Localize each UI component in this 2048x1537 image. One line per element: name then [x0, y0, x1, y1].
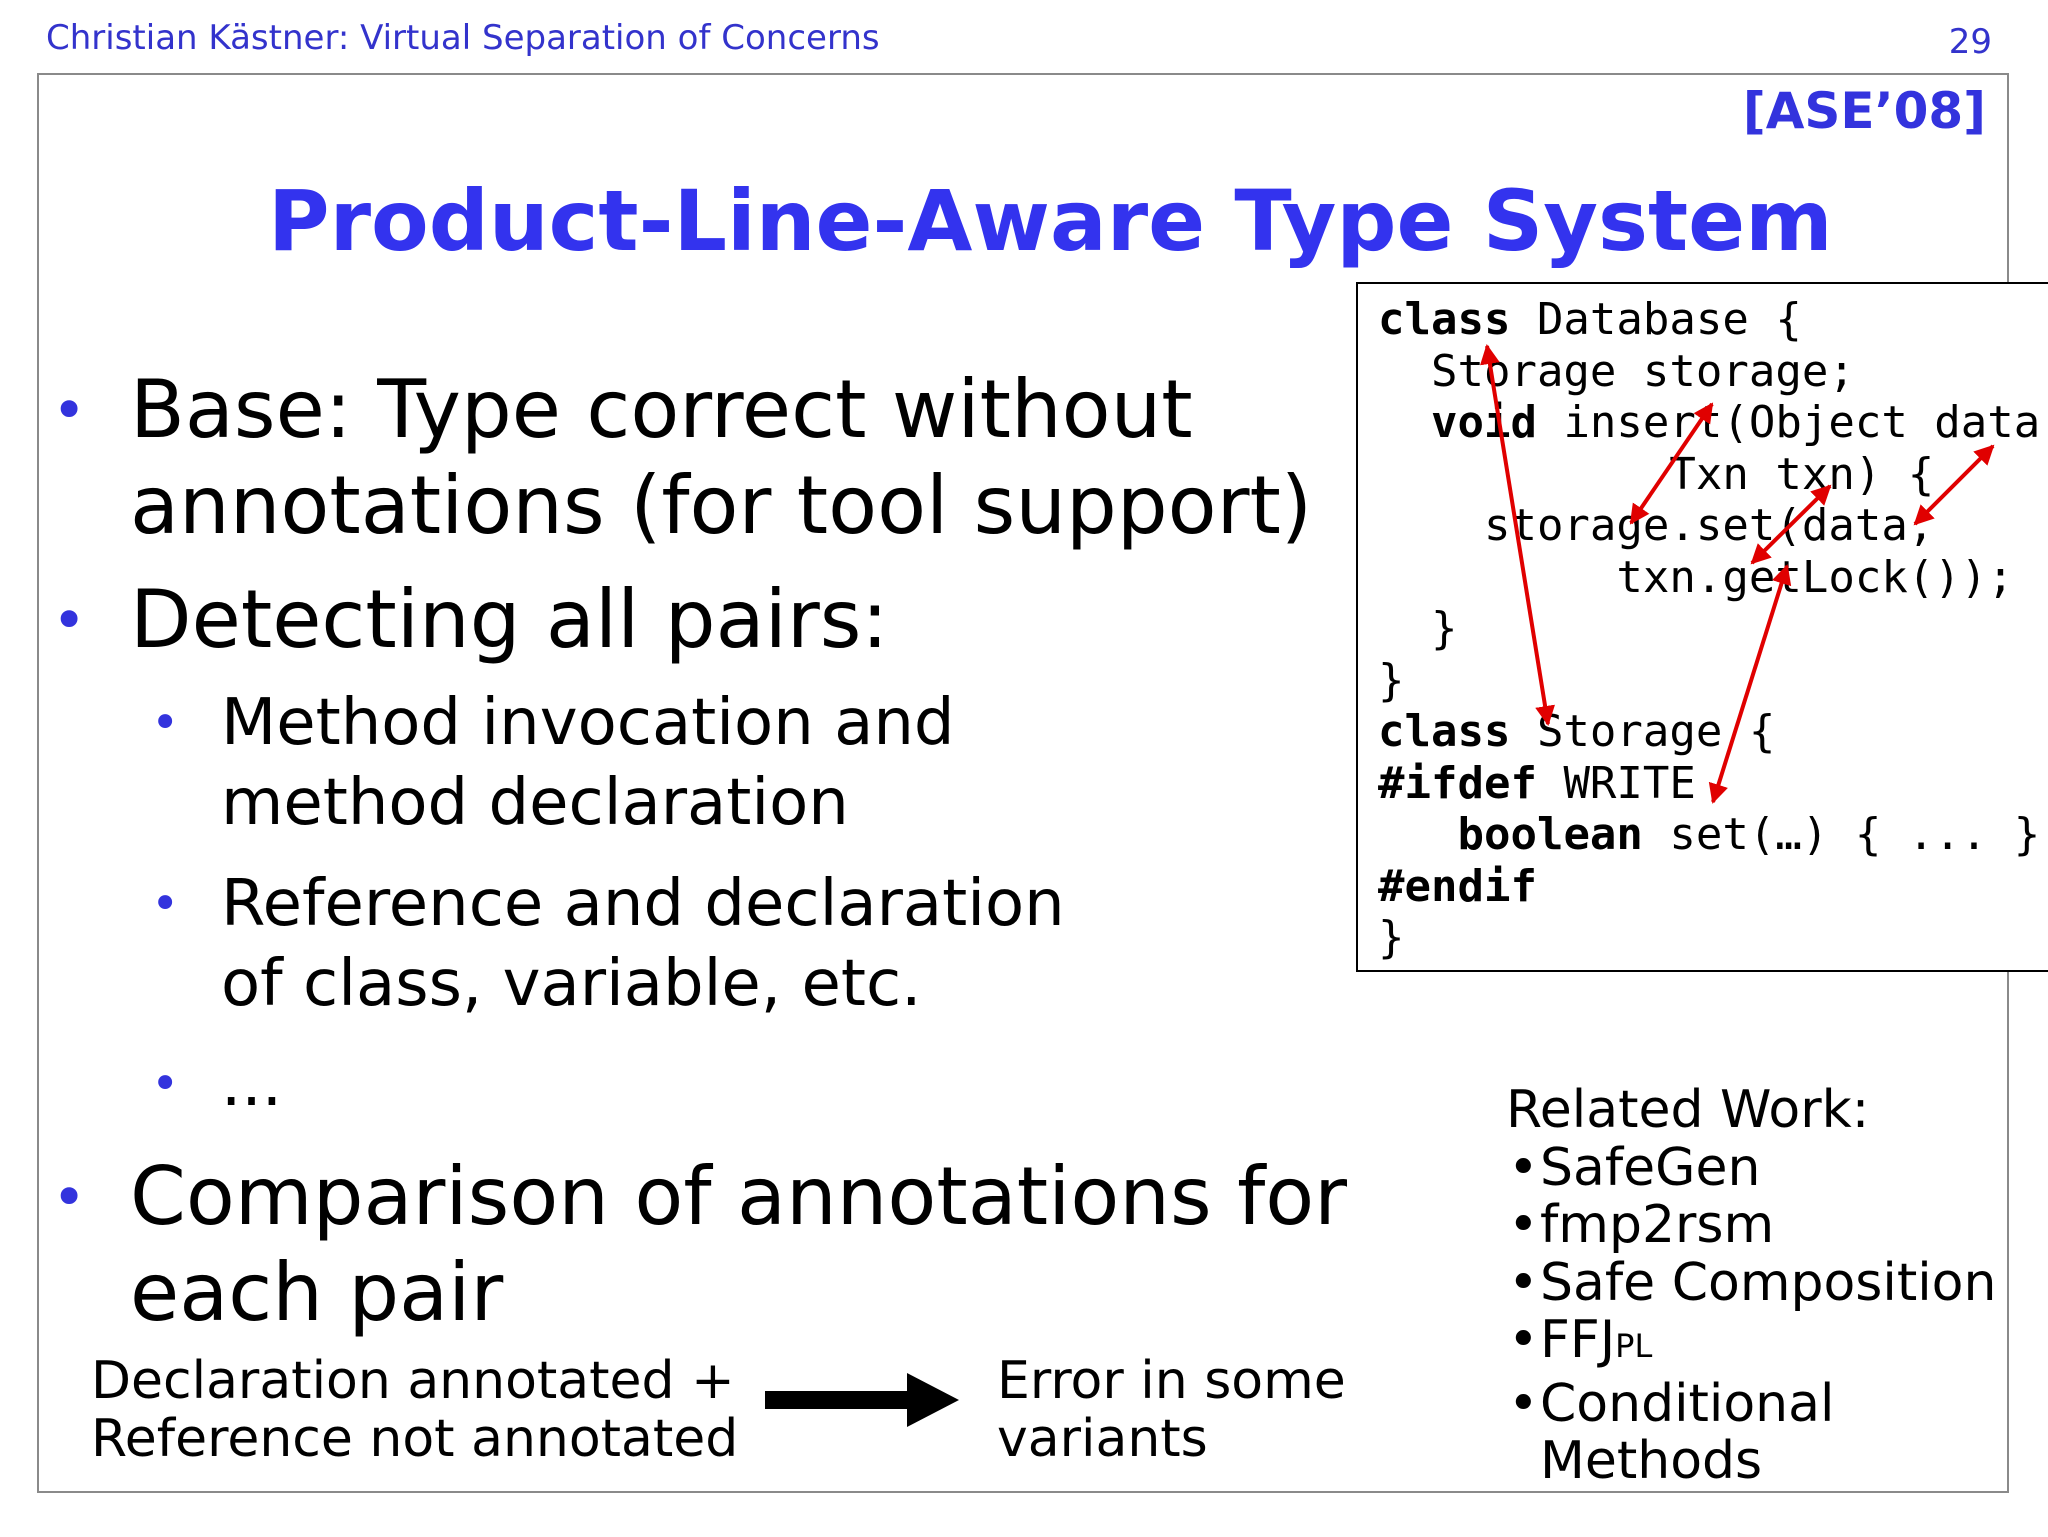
- code-line-9: class Storage {: [1378, 706, 1776, 757]
- sub-bullet-method: Method invocation and method declaration: [151, 683, 1221, 843]
- bullet-base-line2: annotations (for tool support): [130, 459, 1313, 552]
- code-line-2: Storage storage;: [1378, 345, 1855, 397]
- rule-condition: Declaration annotated + Reference not an…: [91, 1351, 739, 1469]
- related-work-item-ffjpl: FFJPL: [1506, 1311, 1996, 1376]
- related-work-heading: Related Work:: [1506, 1080, 1870, 1140]
- citation: [ASE’08]: [1742, 82, 1986, 140]
- bullet-detecting: Detecting all pairs:: [52, 572, 1370, 668]
- related-work-item-fmp2rsm: fmp2rsm: [1506, 1196, 1996, 1255]
- code-line-3: void insert(Object data,: [1430, 397, 2048, 448]
- page-number: 29: [1948, 22, 1992, 62]
- rule-result: Error in some variants: [997, 1351, 1346, 1469]
- sub-bullet-ellipsis-line1: ...: [221, 1047, 283, 1121]
- bullet-base: Base: Type correct without annotations (…: [52, 362, 1370, 554]
- sub-bullet-ellipsis: ...: [151, 1044, 1221, 1124]
- bullet-comparison-line1: Comparison of annotations for: [130, 1150, 1348, 1243]
- sub-bullet-reference-line1: Reference and declaration: [221, 867, 1065, 941]
- code-line-13: }: [1378, 912, 1405, 963]
- related-work-item-safe-composition: Safe Composition: [1506, 1254, 1996, 1313]
- bullet-detecting-line1: Detecting all pairs:: [130, 573, 889, 666]
- bullet-comparison-line2: each pair: [130, 1246, 504, 1339]
- code-line-10: #ifdef WRITE: [1378, 757, 1696, 809]
- sub-bullet-method-line2: method declaration: [221, 766, 849, 840]
- related-work: Related Work: SafeGen fmp2rsm Safe Compo…: [1506, 1080, 1996, 1491]
- code-line-5: storage.set(data,: [1378, 500, 1935, 551]
- header-author-title: Christian Kästner: Virtual Separation of…: [46, 18, 880, 58]
- code-line-1: class Database {: [1378, 294, 1802, 345]
- code-box: class Database { Storage storage; void i…: [1356, 282, 2048, 972]
- code-line-8: }: [1378, 654, 1405, 706]
- sub-bullet-reference-line2: of class, variable, etc.: [221, 947, 922, 1021]
- code-line-6: txn.getLock());: [1378, 551, 2014, 603]
- slide-title: Product-Line-Aware Type System: [268, 172, 1833, 270]
- code-listing: class Database { Storage storage; void i…: [1378, 294, 2048, 964]
- related-work-item-safegen: SafeGen: [1506, 1139, 1996, 1198]
- bullet-comparison: Comparison of annotations for each pair: [52, 1149, 1370, 1341]
- code-line-12: #endif: [1378, 860, 1537, 912]
- sub-bullet-reference: Reference and declaration of class, vari…: [151, 864, 1221, 1024]
- code-line-11: boolean set(…) { ... }: [1457, 809, 2041, 860]
- code-line-4: Txn txn) {: [1378, 448, 1935, 500]
- sub-bullet-method-line1: Method invocation and: [221, 686, 955, 760]
- code-line-7: }: [1378, 603, 1458, 654]
- bullet-base-line1: Base: Type correct without: [130, 363, 1193, 456]
